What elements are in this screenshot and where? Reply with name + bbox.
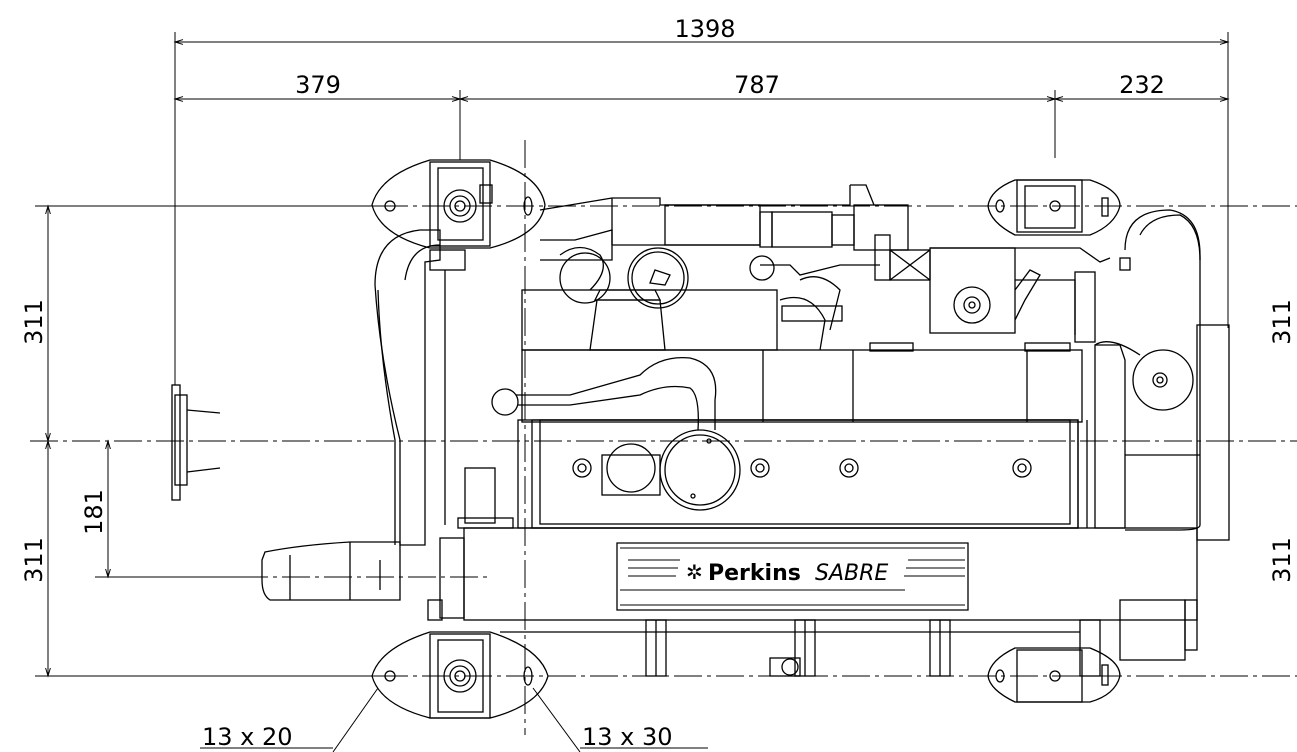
- mounting-foot-top-right: [987, 179, 1121, 236]
- dim-height-lower-left: 311: [20, 537, 48, 583]
- brand-name: Perkins: [708, 561, 801, 586]
- dim-height-upper-left: 311: [20, 299, 48, 345]
- nameplate: ✲ Perkins SABRE: [616, 542, 969, 611]
- dim-height-lower-right: 311: [1268, 537, 1296, 583]
- dim-segment-middle: 787: [734, 71, 780, 99]
- perkins-logo-icon: ✲: [686, 560, 703, 584]
- center-lines: [30, 140, 1297, 735]
- dim-segment-right: 232: [1119, 71, 1165, 99]
- mounting-foot-bottom-left: [371, 631, 549, 719]
- dim-height-upper-right: 311: [1268, 299, 1296, 345]
- hole-callout-right: 13 x 30: [582, 723, 673, 751]
- model-name: SABRE: [815, 561, 888, 586]
- dimension-labels: 1398 379 787 232 311 311 181 311 311: [20, 15, 1296, 583]
- mounting-foot-bottom-right: [987, 647, 1121, 703]
- hole-callout-left: 13 x 20: [202, 723, 293, 751]
- engine-outline: [171, 184, 1230, 677]
- cover-bolts: [572, 458, 1032, 478]
- hole-callouts: 13 x 20 13 x 30: [200, 687, 708, 752]
- dim-offset-181: 181: [80, 489, 108, 535]
- dim-overall-length: 1398: [674, 15, 735, 43]
- dimension-lines: [35, 32, 1230, 678]
- dim-segment-left: 379: [295, 71, 341, 99]
- mounting-foot-top-left: [371, 159, 546, 249]
